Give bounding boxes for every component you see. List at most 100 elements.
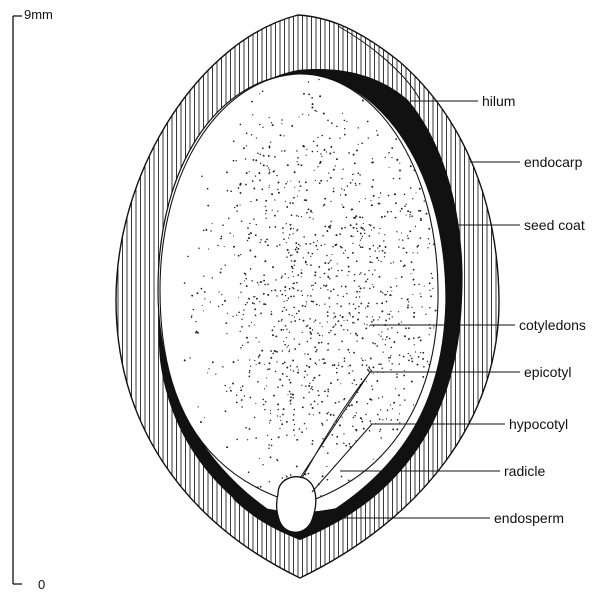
stipple-dot — [306, 149, 307, 150]
stipple-dot — [284, 286, 286, 288]
stipple-dot — [383, 351, 384, 352]
stipple-dot — [407, 235, 408, 236]
stipple-dot — [343, 252, 344, 253]
stipple-dot — [355, 308, 357, 310]
stipple-dot — [299, 245, 300, 246]
stipple-dot — [225, 410, 227, 412]
stipple-dot — [392, 428, 394, 430]
stipple-dot — [362, 360, 364, 362]
stipple-dot — [385, 246, 387, 248]
stipple-dot — [262, 127, 263, 128]
stipple-dot — [297, 290, 299, 292]
stipple-dot — [292, 233, 293, 234]
stipple-dot — [245, 184, 247, 186]
stipple-dot — [227, 313, 228, 314]
stipple-dot — [404, 399, 405, 400]
stipple-dot — [196, 331, 198, 333]
stipple-dot — [350, 314, 351, 315]
stipple-dot — [344, 134, 346, 136]
stipple-dot — [401, 276, 403, 278]
stipple-dot — [395, 388, 396, 389]
stipple-dot — [354, 274, 355, 275]
stipple-dot — [373, 459, 374, 460]
stipple-dot — [326, 466, 327, 467]
stipple-dot — [389, 338, 391, 340]
stipple-dot — [264, 260, 266, 262]
stipple-dot — [271, 193, 273, 195]
stipple-dot — [425, 314, 426, 315]
stipple-dot — [294, 187, 295, 188]
stipple-dot — [362, 236, 363, 237]
stipple-dot — [265, 241, 267, 243]
stipple-dot — [413, 404, 414, 405]
stipple-dot — [377, 247, 378, 248]
stipple-dot — [369, 248, 371, 250]
stipple-dot — [411, 261, 413, 263]
stipple-dot — [254, 256, 256, 258]
stipple-dot — [289, 400, 291, 402]
stipple-dot — [222, 304, 224, 306]
stipple-dot — [332, 434, 334, 436]
stipple-dot — [346, 293, 348, 295]
stipple-dot — [254, 360, 255, 361]
stipple-dot — [298, 116, 299, 117]
stipple-dot — [335, 323, 337, 325]
stipple-dot — [318, 394, 320, 396]
stipple-dot — [226, 391, 227, 392]
stipple-dot — [288, 252, 290, 254]
stipple-dot — [269, 226, 271, 228]
stipple-dot — [313, 321, 314, 322]
stipple-dot — [205, 229, 207, 231]
stipple-dot — [275, 335, 277, 337]
stipple-dot — [283, 341, 284, 342]
stipple-dot — [310, 264, 312, 266]
stipple-dot — [228, 218, 230, 220]
stipple-dot — [294, 316, 295, 317]
stipple-dot — [268, 167, 269, 168]
stipple-dot — [240, 292, 241, 293]
stipple-dot — [207, 205, 209, 207]
stipple-dot — [352, 322, 354, 324]
stipple-dot — [327, 289, 328, 290]
stipple-dot — [418, 356, 420, 358]
stipple-dot — [312, 329, 313, 330]
stipple-dot — [234, 254, 235, 255]
stipple-dot — [399, 413, 400, 414]
stipple-dot — [389, 294, 391, 296]
stipple-dot — [360, 233, 362, 235]
stipple-dot — [324, 262, 326, 264]
stipple-dot — [299, 181, 301, 183]
stipple-dot — [253, 218, 254, 219]
stipple-dot — [401, 233, 402, 234]
stipple-dot — [312, 389, 313, 390]
stipple-dot — [399, 170, 401, 172]
stipple-dot — [265, 200, 267, 202]
stipple-dot — [267, 244, 269, 246]
stipple-dot — [309, 217, 310, 218]
stipple-dot — [346, 217, 347, 218]
stipple-dot — [226, 171, 228, 173]
stipple-dot — [340, 383, 341, 384]
stipple-dot — [268, 173, 269, 174]
stipple-dot — [307, 209, 308, 210]
stipple-dot — [324, 198, 326, 200]
stipple-dot — [431, 273, 433, 275]
stipple-dot — [279, 244, 281, 246]
stipple-dot — [317, 390, 319, 392]
stipple-dot — [342, 316, 344, 318]
stipple-dot — [298, 190, 299, 191]
stipple-dot — [319, 305, 320, 306]
stipple-dot — [320, 180, 322, 182]
stipple-dot — [277, 189, 278, 190]
stipple-dot — [335, 165, 336, 166]
stipple-dot — [290, 254, 292, 256]
stipple-dot — [266, 239, 268, 241]
stipple-dot — [267, 435, 268, 436]
stipple-dot — [238, 311, 240, 313]
stipple-dot — [340, 246, 342, 248]
stipple-dot — [347, 320, 348, 321]
stipple-dot — [287, 181, 288, 182]
stipple-dot — [370, 369, 371, 370]
stipple-dot — [300, 185, 302, 187]
stipple-dot — [309, 392, 310, 393]
